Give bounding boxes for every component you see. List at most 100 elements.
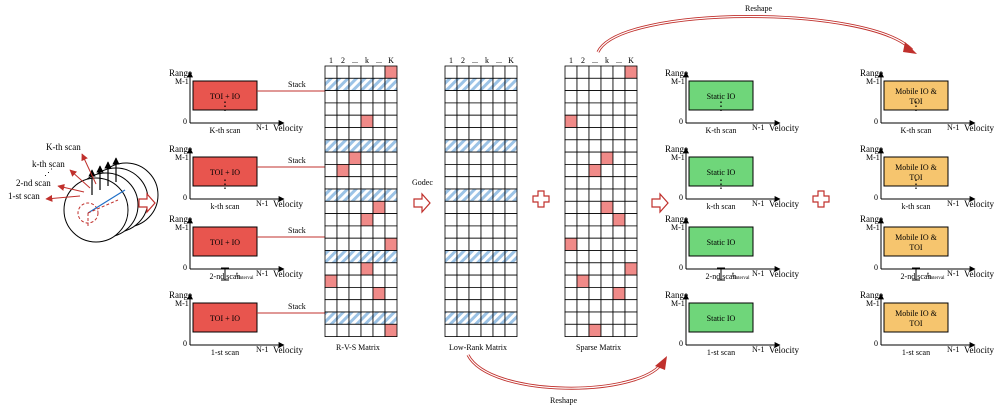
matrix-cell	[468, 127, 482, 141]
matrix-cell	[384, 250, 398, 264]
zero-label: 0	[183, 117, 187, 126]
matrix-cell	[600, 286, 614, 301]
matrix-cell	[624, 262, 638, 276]
matrix-col-header: ...	[496, 56, 502, 65]
matrix-cell	[504, 102, 518, 116]
matrix-cell	[324, 139, 338, 153]
matrix-cell	[492, 188, 506, 202]
matrix-cell	[504, 151, 518, 165]
n1-label: N-1	[256, 199, 268, 208]
matrix-cell	[624, 250, 638, 264]
matrix-cell	[456, 151, 470, 165]
matrix-cell	[624, 114, 638, 128]
matrix-cell	[324, 323, 338, 337]
matrix-cell	[468, 323, 482, 337]
matrix-cell	[384, 176, 398, 190]
matrix-cell	[600, 65, 614, 79]
matrix-cell	[504, 163, 518, 178]
matrix-cell	[336, 299, 350, 313]
velocity-axis-label: Velocity	[273, 269, 303, 279]
matrix-cell	[444, 90, 458, 104]
matrix-cell	[492, 102, 506, 116]
matrix-cell	[576, 250, 590, 264]
matrix-cell	[504, 139, 518, 153]
matrix-cell	[492, 77, 506, 92]
matrix-cell	[444, 65, 458, 79]
box-label-line1: Mobile IO &	[895, 309, 938, 318]
scan-label: 1-st scan	[707, 348, 735, 357]
matrix-cell	[324, 200, 338, 215]
matrix-cell	[360, 213, 374, 227]
matrix-cell	[336, 127, 350, 141]
matrix-cell	[480, 225, 494, 239]
matrix-cell	[360, 114, 374, 128]
matrix-cell	[456, 225, 470, 239]
matrix-cell	[564, 127, 578, 141]
matrix-cell	[372, 200, 386, 215]
matrix-cell	[564, 286, 578, 301]
stack-label: Stack	[288, 80, 306, 89]
vdots: ⋮	[910, 99, 922, 113]
matrix-cell	[492, 127, 506, 141]
matrix-cell	[372, 102, 386, 116]
range-axis-label: Range	[169, 214, 192, 224]
matrix-cell	[456, 65, 470, 79]
t-interval-label: tinterval	[927, 270, 945, 281]
matrix-cell	[384, 90, 398, 104]
matrix-cell	[612, 213, 626, 227]
matrix-cell	[492, 250, 506, 264]
matrix-col-header: ...	[376, 56, 382, 65]
matrix-cell	[336, 323, 350, 337]
matrix-cell	[612, 77, 626, 92]
matrix-col-header: K	[388, 56, 394, 65]
matrix-cell	[336, 90, 350, 104]
matrix-cell	[588, 299, 602, 313]
matrix-cell	[588, 237, 602, 251]
matrix-cell	[444, 323, 458, 337]
matrix-cell	[612, 262, 626, 276]
matrix-cell	[336, 176, 350, 190]
matrix-cell	[384, 323, 398, 337]
matrix-cell	[504, 77, 518, 92]
matrix-cell	[372, 127, 386, 141]
matrix-cell	[612, 114, 626, 128]
matrix-cell	[504, 90, 518, 104]
matrix-cell	[384, 299, 398, 313]
matrix-cell	[600, 163, 614, 178]
low-rank-caption: Low-Rank Matrix	[449, 343, 507, 352]
zero-label: 0	[679, 339, 683, 348]
matrix-cell	[564, 163, 578, 178]
matrix-cell	[504, 176, 518, 190]
matrix-cell	[468, 188, 482, 202]
matrix-cell	[492, 237, 506, 251]
zero-label: 0	[679, 193, 683, 202]
matrix-cell	[588, 90, 602, 104]
range-axis-label: Range	[860, 68, 883, 78]
matrix-cell	[588, 274, 602, 288]
matrix-cell	[480, 311, 494, 325]
n1-label: N-1	[947, 269, 959, 278]
matrix-cell	[504, 250, 518, 264]
matrix-cell	[468, 200, 482, 215]
matrix-cell	[456, 102, 470, 116]
matrix-cell	[444, 151, 458, 165]
matrix-cell	[480, 127, 494, 141]
matrix-cell	[324, 188, 338, 202]
n1-label: N-1	[752, 269, 764, 278]
matrix-cell	[444, 77, 458, 92]
matrix-cell	[564, 213, 578, 227]
matrix-cell	[624, 90, 638, 104]
matrix-cell	[444, 213, 458, 227]
matrix-cell	[348, 225, 362, 239]
matrix-cell	[468, 102, 482, 116]
matrix-cell	[480, 163, 494, 178]
matrix-cell	[600, 176, 614, 190]
n1-label: N-1	[752, 123, 764, 132]
matrix-cell	[504, 225, 518, 239]
matrix-cell	[492, 311, 506, 325]
matrix-cell	[612, 127, 626, 141]
matrix-cell	[576, 262, 590, 276]
matrix-cell	[384, 163, 398, 178]
velocity-axis-label: Velocity	[964, 199, 994, 209]
matrix-cell	[564, 151, 578, 165]
